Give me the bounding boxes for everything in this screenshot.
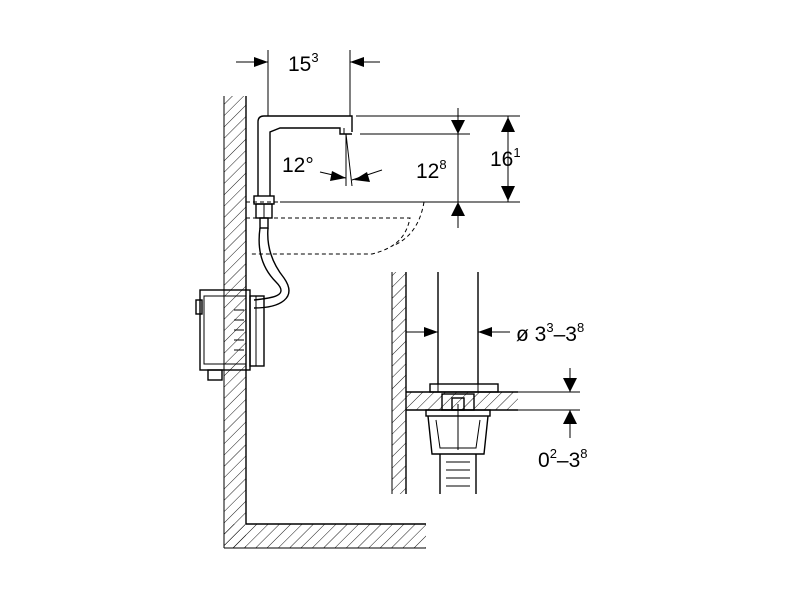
spout-angle-label: 12° <box>282 154 314 177</box>
dim-total-height: 161 <box>280 115 521 203</box>
floor <box>224 523 426 549</box>
counter-thickness-label: 02–38 <box>538 446 588 472</box>
outlet-height-label: 128 <box>416 157 447 183</box>
wall <box>223 96 247 548</box>
flex-hose <box>253 227 290 309</box>
pipe-diameter-label: ø 33–38 <box>516 320 584 346</box>
sink-outline <box>246 201 425 255</box>
dim-pipe-diameter: ø 33–38 <box>406 320 584 346</box>
dim-counter-thickness: 02–38 <box>518 368 588 472</box>
total-height-label: 161 <box>490 145 521 171</box>
dim-outlet-height: 128 <box>360 108 470 228</box>
control-box <box>195 289 265 381</box>
dim-spout-angle: 12° <box>282 154 383 182</box>
faucet-spout <box>257 115 353 196</box>
spout-reach-label: 153 <box>288 50 319 76</box>
mounting-nut <box>253 195 275 229</box>
detail-view <box>391 272 518 494</box>
dim-spout-reach: 153 <box>236 50 380 116</box>
